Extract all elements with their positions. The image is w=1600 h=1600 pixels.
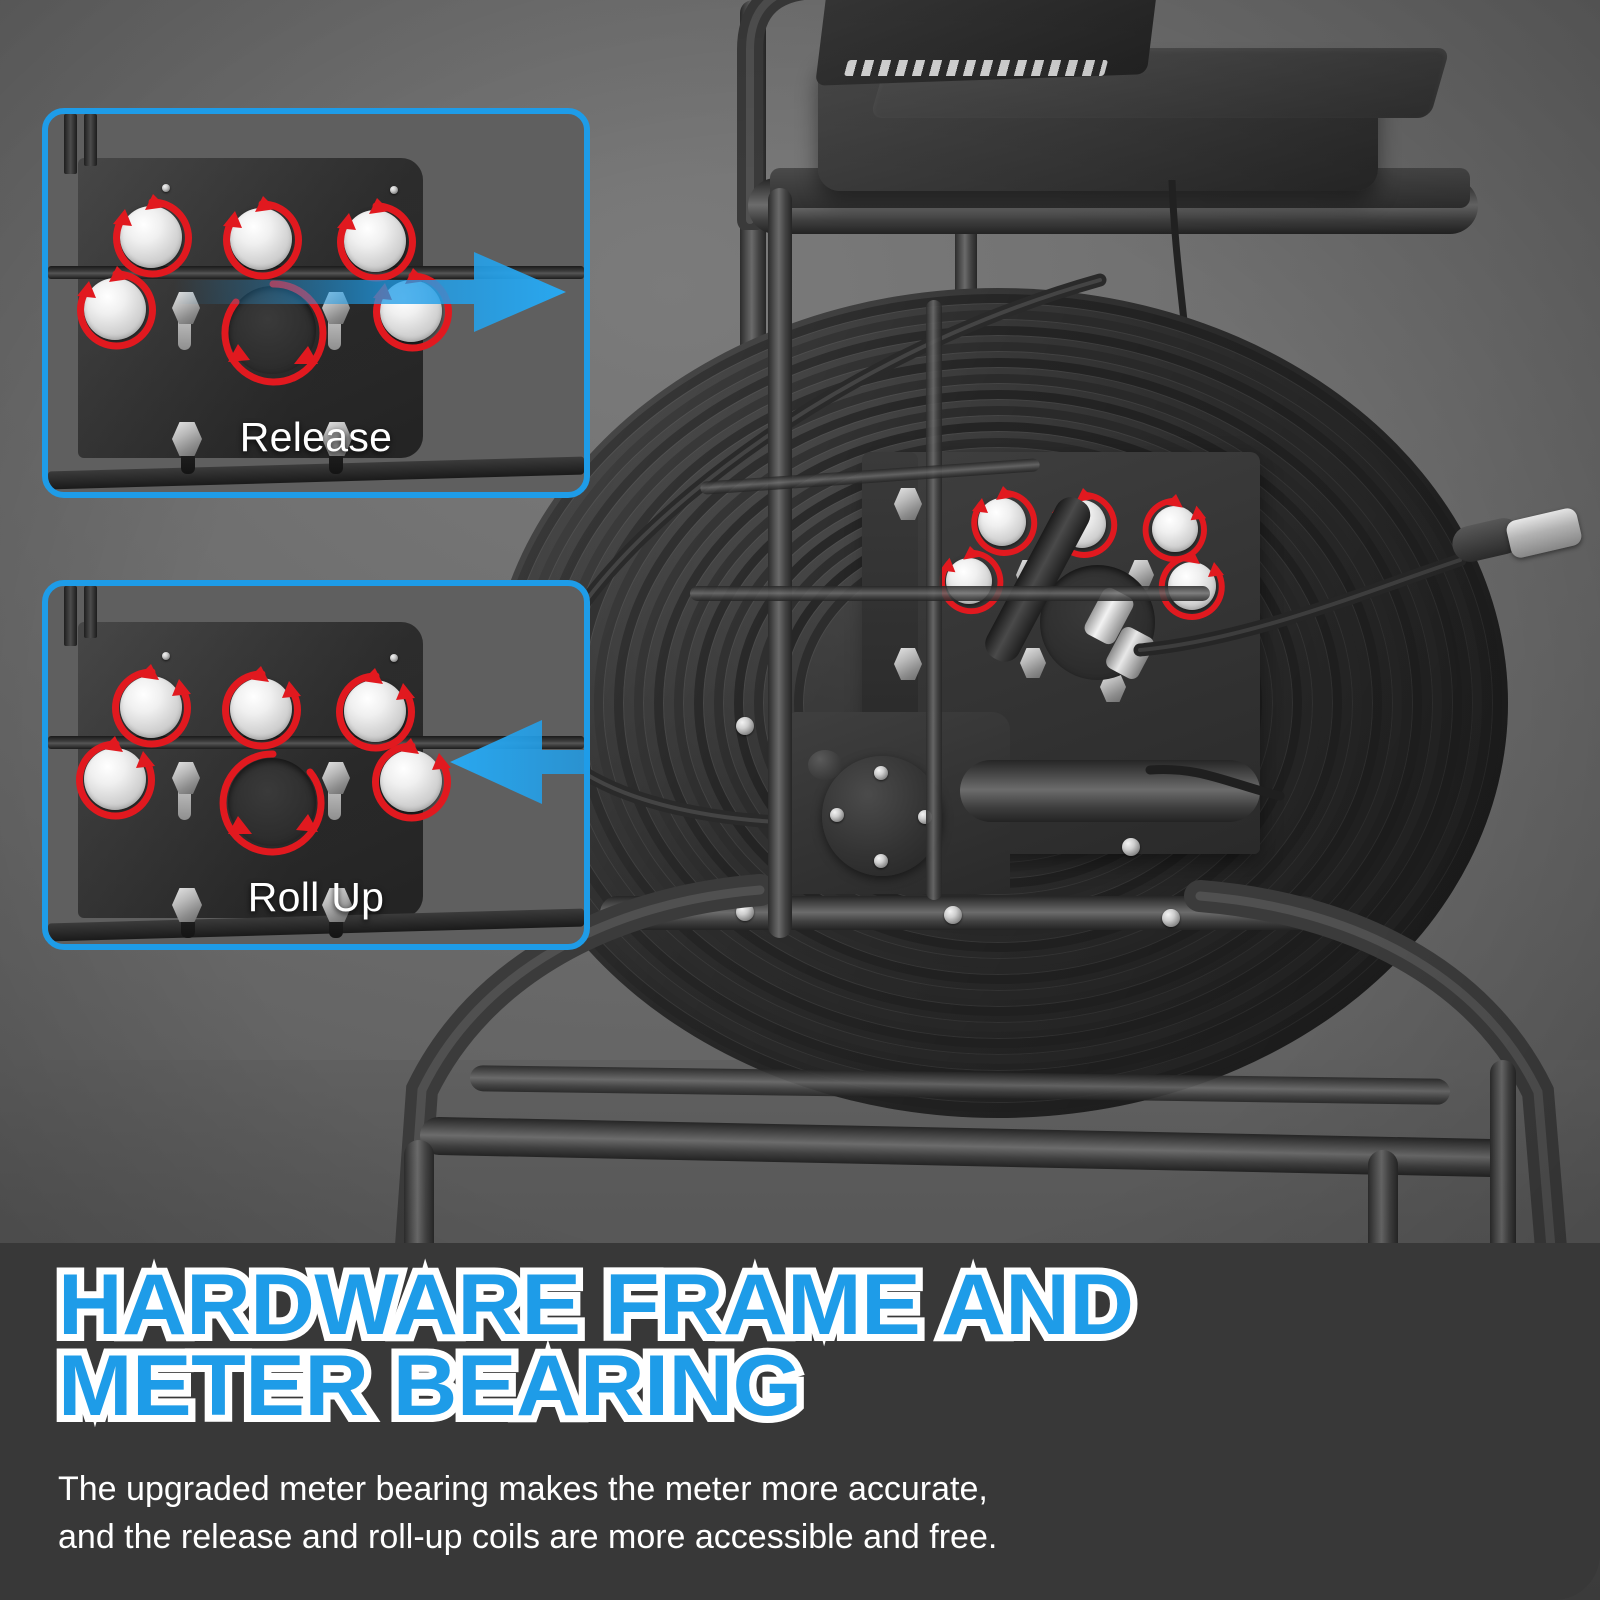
crank-hub-bolt xyxy=(874,854,888,868)
bearing-roller xyxy=(120,206,182,268)
cable-rail xyxy=(48,266,584,279)
frame-rivet xyxy=(736,717,754,735)
bottom-banner: HARDWARE FRAME AND METER BEARING The upg… xyxy=(0,1243,1600,1600)
bearing-bolt xyxy=(1020,648,1046,678)
camera-cable-run xyxy=(1133,553,1467,657)
panel-post-left xyxy=(64,586,77,646)
panel-post-right xyxy=(84,586,97,638)
cable-reel-icon xyxy=(488,288,1508,1118)
panel-screw xyxy=(390,654,398,662)
crank-hub-bolt xyxy=(830,808,844,822)
bearing-roller xyxy=(344,680,406,742)
reel-power-cable xyxy=(1145,764,1285,801)
callout-rollup-label: Roll Up xyxy=(247,874,385,920)
crank-knob-icon xyxy=(808,750,842,780)
panel-screw xyxy=(162,184,170,192)
panel-hex-nut xyxy=(322,888,352,922)
callout-release-label: Release xyxy=(239,414,393,460)
frame-left-side-curve xyxy=(394,874,776,1276)
bearing-bolt xyxy=(894,488,922,520)
callout-release: Release xyxy=(42,108,590,498)
bearing-roller xyxy=(84,748,146,810)
bearing-roller xyxy=(380,750,442,812)
bearing-roller xyxy=(344,210,406,272)
panel-bottom-rail xyxy=(48,456,584,490)
panel-post-right xyxy=(84,114,97,166)
frame-rivet xyxy=(1162,909,1180,927)
frame-rivet xyxy=(944,906,962,924)
panel-hex-nut xyxy=(172,888,202,922)
bearing-center-hub xyxy=(228,286,316,374)
frame-center-strut xyxy=(768,188,792,938)
panel-screw xyxy=(390,186,398,194)
frame-inner-cross xyxy=(690,586,1210,601)
reel-axle xyxy=(960,760,1260,822)
bearing-center-hub xyxy=(228,758,316,846)
callout-roll-up: Roll Up xyxy=(42,580,590,950)
banner-subtext: The upgraded meter bearing makes the met… xyxy=(58,1470,998,1557)
bearing-roller xyxy=(230,208,292,270)
crank-hub-bolt xyxy=(874,766,888,780)
bearing-bolt xyxy=(894,648,922,680)
frame-right-side-curve xyxy=(1184,880,1568,1276)
cable-rail xyxy=(48,736,584,749)
page-title: HARDWARE FRAME AND METER BEARING xyxy=(51,1255,1142,1436)
panel-post-left xyxy=(64,114,77,174)
bearing-bolt xyxy=(1122,838,1140,856)
panel-screw xyxy=(162,652,170,660)
bearing-roller xyxy=(230,678,292,740)
arrow-left-icon xyxy=(446,706,584,818)
bearing-roller xyxy=(380,280,442,342)
bearing-roller xyxy=(120,676,182,738)
bearing-roller xyxy=(84,278,146,340)
